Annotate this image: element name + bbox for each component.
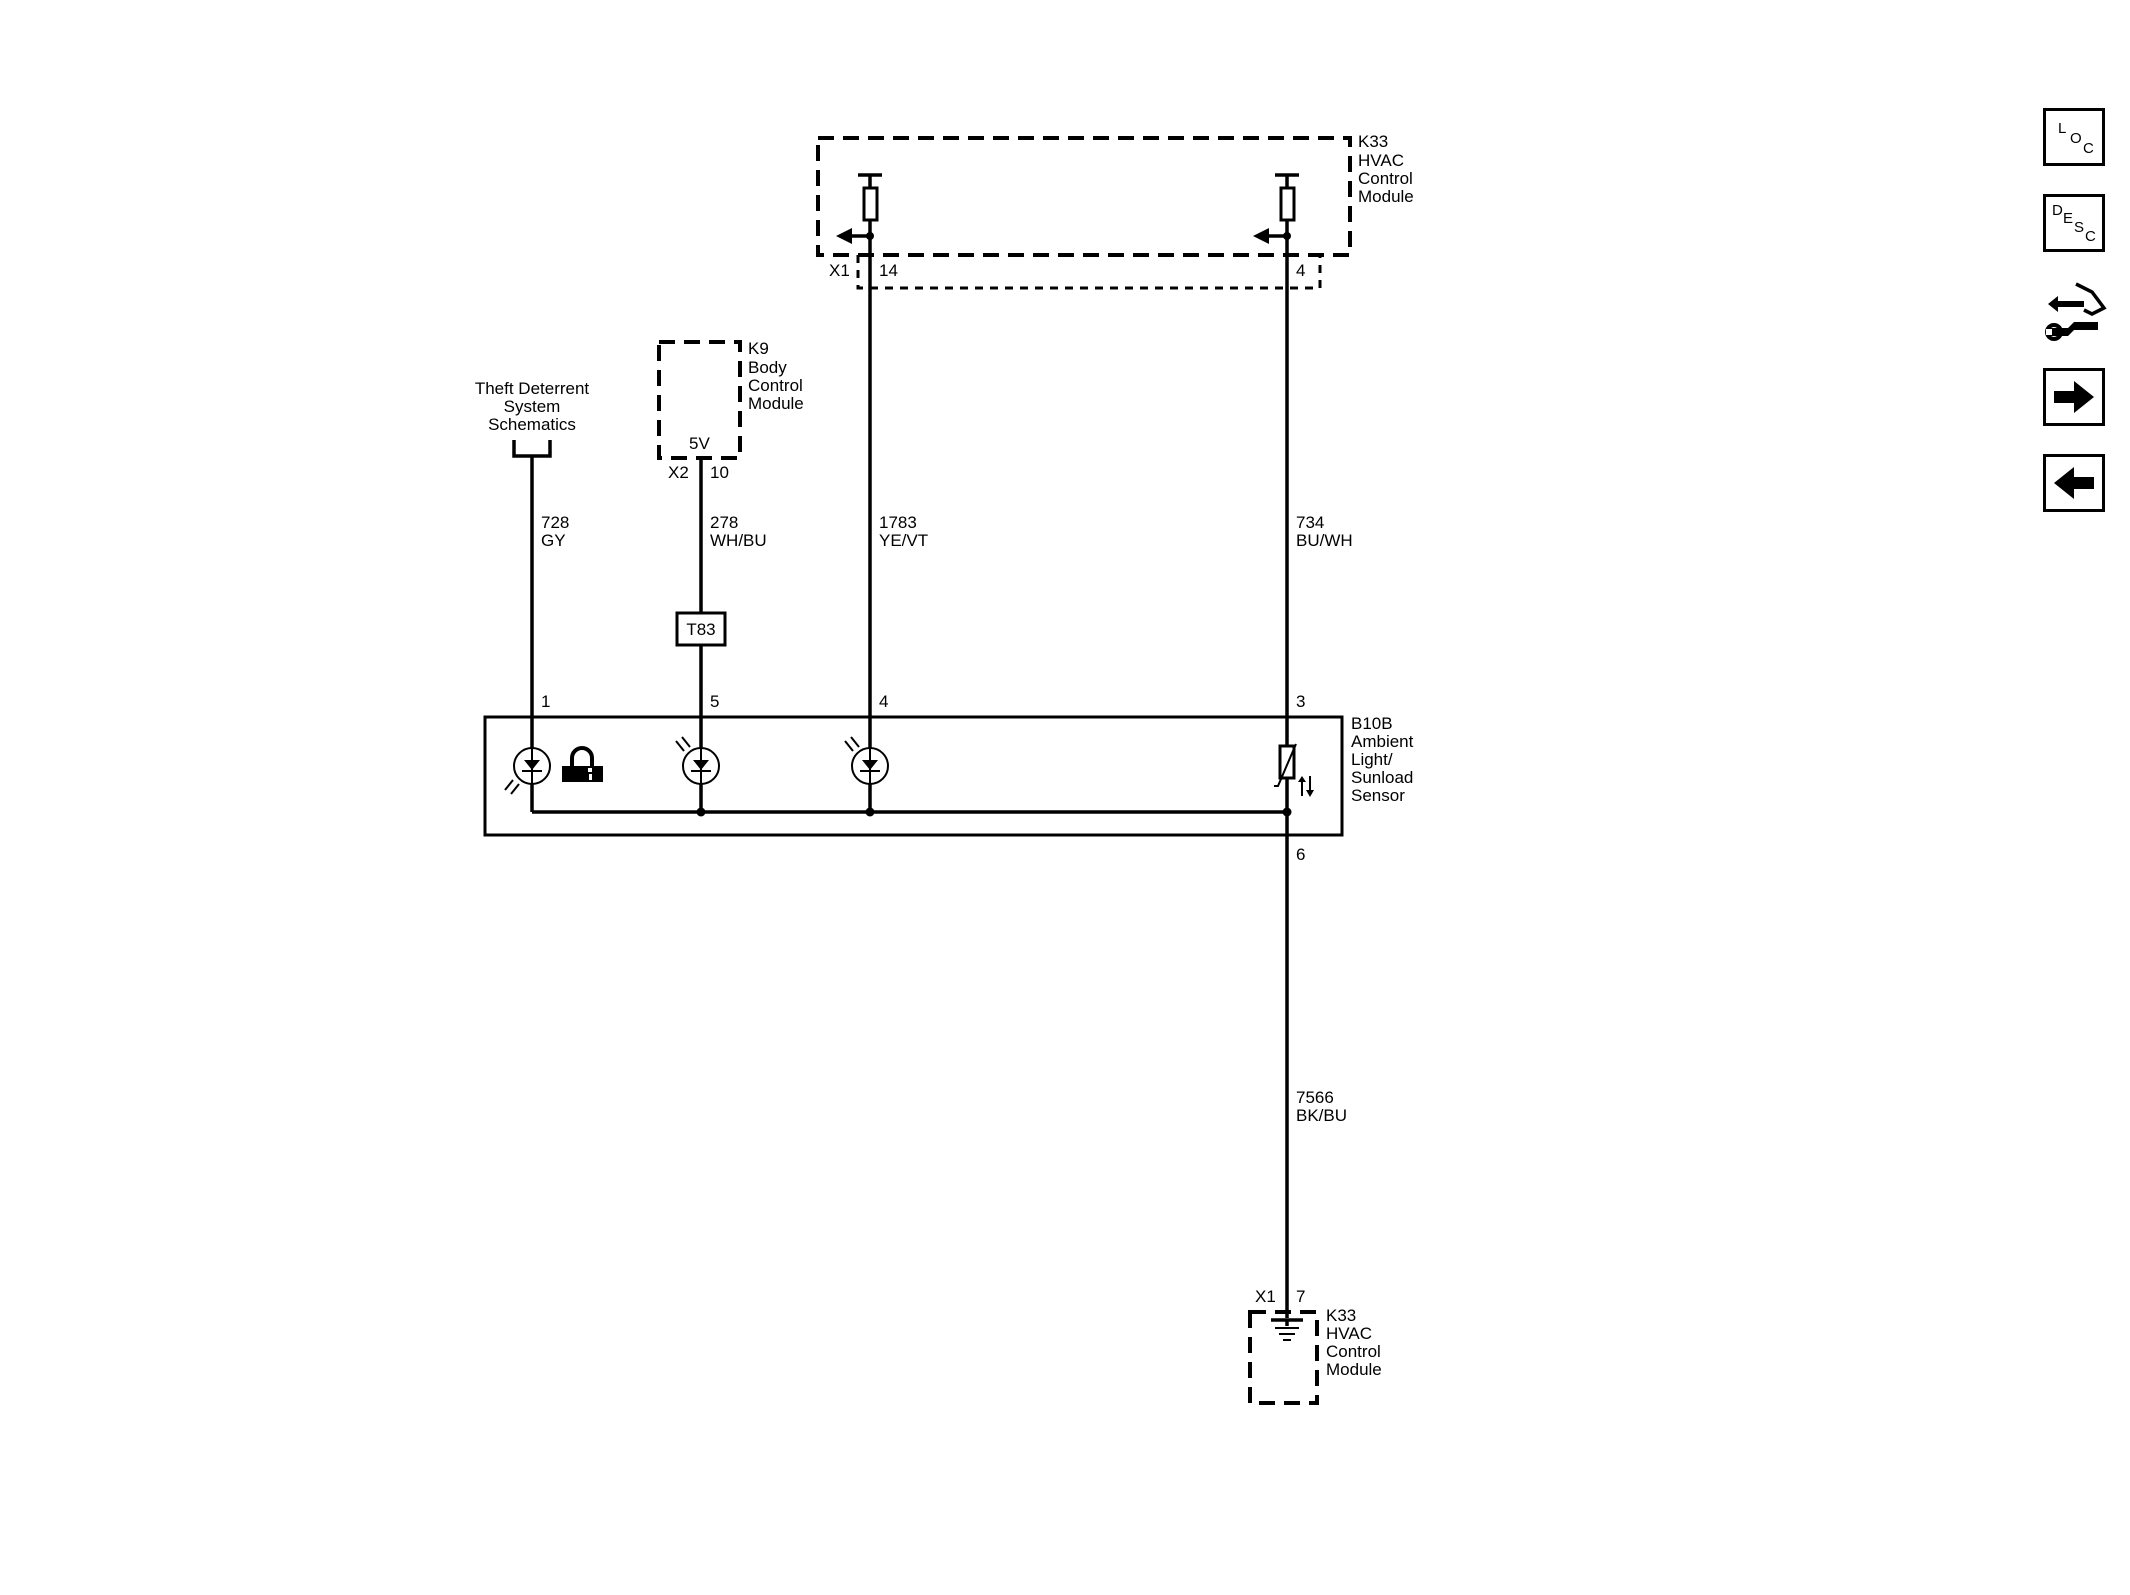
photodiode-icon bbox=[504, 747, 551, 795]
b10b-pin-3: 3 bbox=[1296, 692, 1305, 711]
k33-top-left-resistor bbox=[836, 173, 882, 244]
k33-bottom-line1: HVAC bbox=[1326, 1324, 1372, 1343]
k33-top-module: K33 HVAC Control Module X1 14 4 bbox=[816, 132, 1414, 290]
wire-734-circuit: 734 bbox=[1296, 513, 1324, 532]
k9-line1: Body bbox=[748, 358, 787, 377]
arrow-right-icon bbox=[2054, 381, 2094, 413]
splice-t83-label: T83 bbox=[686, 620, 715, 639]
wire-278-color: WH/BU bbox=[710, 531, 767, 550]
k33-top-pin-4: 4 bbox=[1296, 261, 1305, 280]
photodiode-icon bbox=[675, 736, 720, 785]
b10b-line2: Light/ bbox=[1351, 750, 1393, 769]
k33-top-connector-outline bbox=[856, 255, 1322, 290]
wire-734-color: BU/WH bbox=[1296, 531, 1353, 550]
k9-line2: Control bbox=[748, 376, 803, 395]
arrow-left-icon bbox=[2054, 467, 2094, 499]
desc-letter-e: E bbox=[2063, 210, 2073, 227]
k33-top-outline bbox=[816, 136, 1352, 257]
k33-top-connector-label: X1 bbox=[829, 261, 850, 280]
thermistor-icon bbox=[1274, 743, 1314, 797]
next-page-button[interactable] bbox=[2043, 368, 2105, 426]
k33-bottom-connector-label: X1 bbox=[1255, 1287, 1276, 1306]
b10b-pin-5: 5 bbox=[710, 692, 719, 711]
k33-bottom-pin-7: 7 bbox=[1296, 1287, 1305, 1306]
splice-t83: T83 bbox=[675, 611, 727, 647]
k33-bottom-outline bbox=[1248, 1310, 1319, 1405]
loc-letter-o: O bbox=[2070, 130, 2082, 147]
k33-top-right-resistor bbox=[1253, 173, 1299, 244]
k33-bottom-module: X1 7 K33 HVAC Control Module bbox=[1248, 1287, 1382, 1405]
ground-icon bbox=[1271, 1318, 1303, 1341]
desc-letter-c: C bbox=[2085, 228, 2096, 245]
loc-letter-c: C bbox=[2083, 140, 2094, 157]
connector-wrench-icon bbox=[2045, 282, 2107, 341]
photodiode-icon bbox=[844, 736, 889, 785]
k9-voltage: 5V bbox=[689, 434, 710, 453]
wire-728-circuit: 728 bbox=[541, 513, 569, 532]
k9-connector-label: X2 bbox=[668, 463, 689, 482]
k33-top-line3: Module bbox=[1358, 187, 1414, 206]
k9-pin-10: 10 bbox=[710, 463, 729, 482]
b10b-sensor: 1 5 4 3 6 B10B Ambient Light/ Sunload Se… bbox=[483, 692, 1414, 864]
loc-button[interactable]: L O C bbox=[2043, 108, 2105, 166]
desc-button[interactable]: D E S C bbox=[2043, 194, 2105, 252]
connector-wrench-button[interactable] bbox=[2040, 278, 2108, 344]
loc-letter-l: L bbox=[2058, 120, 2066, 137]
b10b-line4: Sensor bbox=[1351, 786, 1405, 805]
desc-letter-d: D bbox=[2052, 202, 2063, 219]
theft-line1: Theft Deterrent bbox=[475, 379, 590, 398]
b10b-pin-1: 1 bbox=[541, 692, 550, 711]
lock-icon bbox=[562, 746, 603, 782]
wire-1783-color: YE/VT bbox=[879, 531, 928, 550]
k33-bottom-line3: Module bbox=[1326, 1360, 1382, 1379]
k33-top-pin-14: 14 bbox=[879, 261, 898, 280]
theft-line3: Schematics bbox=[488, 415, 576, 434]
k9-line3: Module bbox=[748, 394, 804, 413]
b10b-line1: Ambient bbox=[1351, 732, 1414, 751]
k9-id: K9 bbox=[748, 339, 769, 358]
k33-top-id: K33 bbox=[1358, 132, 1388, 151]
desc-letter-s: S bbox=[2074, 219, 2084, 236]
k33-top-line1: HVAC bbox=[1358, 151, 1404, 170]
theft-connector-bracket bbox=[512, 440, 552, 458]
b10b-pin-4: 4 bbox=[879, 692, 888, 711]
b10b-id: B10B bbox=[1351, 714, 1393, 733]
theft-line2: System bbox=[504, 397, 561, 416]
wire-7566-circuit: 7566 bbox=[1296, 1088, 1334, 1107]
wire-7566-color: BK/BU bbox=[1296, 1106, 1347, 1125]
k9-module: 5V K9 Body Control Module X2 10 bbox=[657, 339, 804, 482]
b10b-pin-6: 6 bbox=[1296, 845, 1305, 864]
b10b-outline bbox=[483, 715, 1344, 837]
k33-top-line2: Control bbox=[1358, 169, 1413, 188]
k33-bottom-line2: Control bbox=[1326, 1342, 1381, 1361]
theft-deterrent-reference: Theft Deterrent System Schematics bbox=[475, 379, 590, 458]
b10b-line3: Sunload bbox=[1351, 768, 1413, 787]
wire-728-color: GY bbox=[541, 531, 566, 550]
wire-278-circuit: 278 bbox=[710, 513, 738, 532]
wire-1783-circuit: 1783 bbox=[879, 513, 917, 532]
k33-bottom-id: K33 bbox=[1326, 1306, 1356, 1325]
previous-page-button[interactable] bbox=[2043, 454, 2105, 512]
